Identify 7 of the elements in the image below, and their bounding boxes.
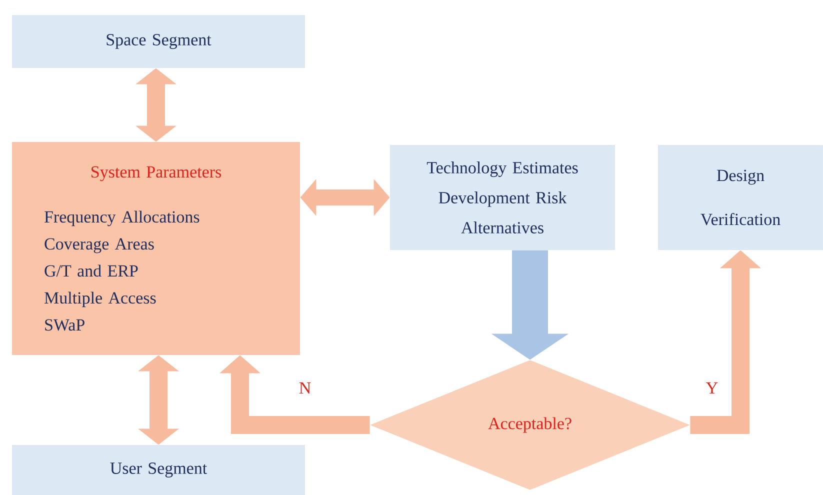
parameter-box: System Parameters Frequency Allocations Coverage Areas G/T and ERP Multiple Access SWaP (12, 142, 300, 355)
edge-label: N (298, 381, 312, 395)
verification-box: Design Verification (658, 145, 823, 250)
estimate-box: Technology Estimates Development Risk Alternatives (390, 145, 615, 250)
segment-box: User Segment (12, 445, 305, 495)
edge-label: Y (704, 381, 720, 395)
segment-box: Space Segment (12, 15, 305, 68)
